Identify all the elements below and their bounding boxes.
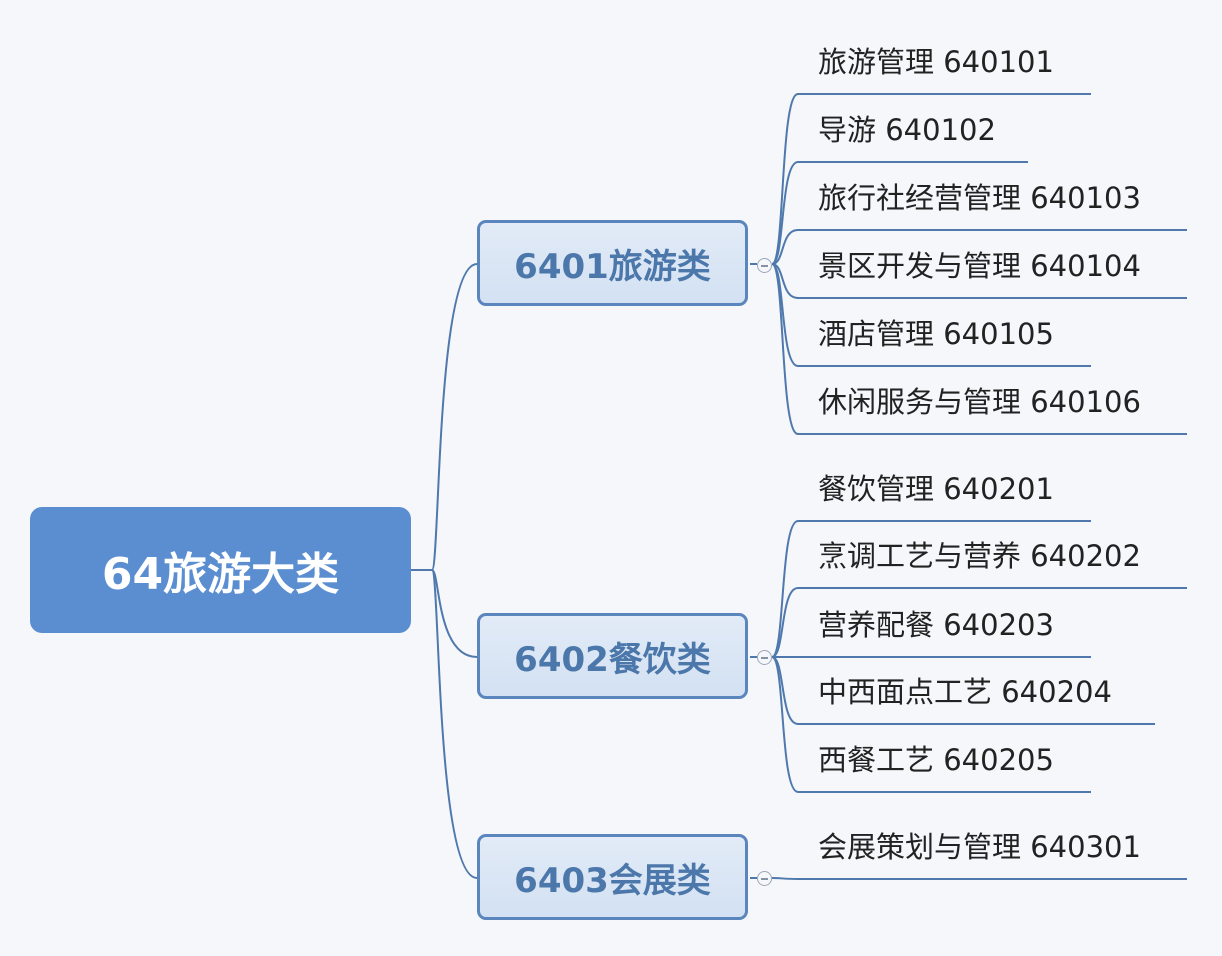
leaf-node[interactable]: 景区开发与管理 640104	[818, 249, 1141, 283]
leaf-connector	[771, 161, 1028, 265]
branch-connector	[431, 569, 478, 879]
leaf-node[interactable]: 烹调工艺与营养 640202	[818, 539, 1141, 573]
leaf-connector	[771, 263, 1187, 299]
leaf-node[interactable]: 休闲服务与管理 640106	[818, 385, 1141, 419]
collapse-toggle-icon[interactable]	[757, 258, 772, 273]
leaf-connector	[771, 656, 1091, 793]
leaf-node[interactable]: 餐饮管理 640201	[818, 472, 1054, 506]
root-label: 64旅游大类	[101, 549, 340, 600]
leaf-connector	[771, 587, 1187, 658]
branch-connector	[431, 263, 478, 571]
leaf-node[interactable]: 西餐工艺 640205	[818, 743, 1054, 777]
leaf-connector	[771, 263, 1187, 435]
branch-label: 6402餐饮类	[514, 639, 711, 680]
leaf-node[interactable]: 会展策划与管理 640301	[818, 830, 1141, 864]
branch-node-6403[interactable]: 6403会展类	[477, 834, 748, 920]
leaf-node[interactable]: 中西面点工艺 640204	[818, 675, 1112, 709]
branch-node-6402[interactable]: 6402餐饮类	[477, 613, 748, 699]
branch-node-6401[interactable]: 6401旅游类	[477, 220, 748, 306]
collapse-toggle-icon[interactable]	[757, 650, 772, 665]
leaf-connector	[771, 93, 1091, 265]
leaf-node[interactable]: 酒店管理 640105	[818, 317, 1054, 351]
leaf-node[interactable]: 营养配餐 640203	[818, 608, 1054, 642]
branch-label: 6403会展类	[514, 860, 711, 901]
leaf-node[interactable]: 旅游管理 640101	[818, 45, 1054, 79]
branch-label: 6401旅游类	[514, 246, 711, 287]
branch-connector	[431, 569, 478, 658]
leaf-connector	[771, 520, 1091, 658]
leaf-node[interactable]: 旅行社经营管理 640103	[818, 181, 1141, 215]
leaf-connector	[771, 229, 1187, 265]
leaf-connector	[771, 877, 1187, 880]
leaf-node[interactable]: 导游 640102	[818, 113, 996, 147]
root-node[interactable]: 64旅游大类	[30, 507, 411, 633]
collapse-toggle-icon[interactable]	[757, 871, 772, 886]
